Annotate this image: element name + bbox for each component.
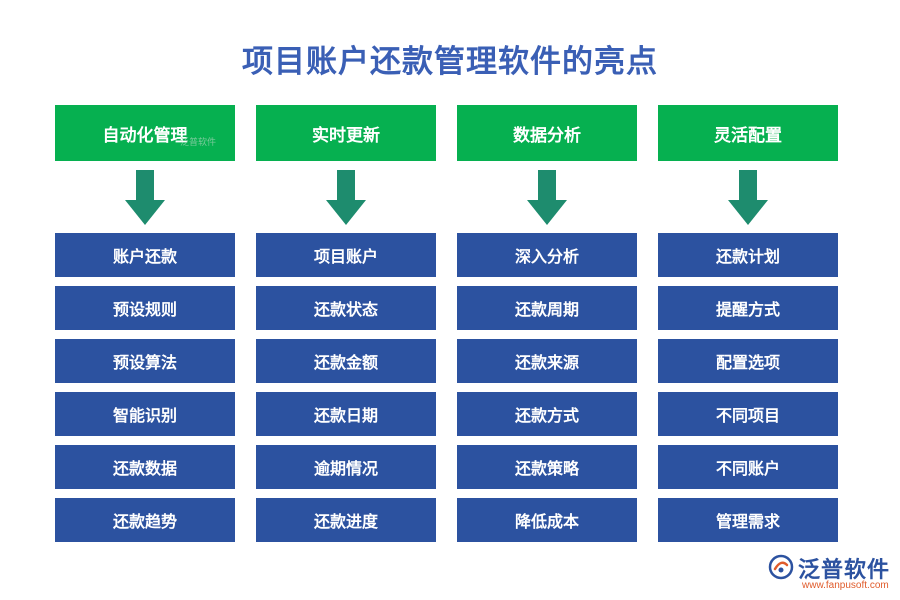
feature-item: 还款策略 xyxy=(457,445,637,489)
logo-name: 泛普软件 xyxy=(798,558,891,583)
feature-item: 预设规则 xyxy=(55,286,235,330)
column-flexible-config: 灵活配置 还款计划 提醒方式 配置选项 不同项目 不同账户 管理需求 xyxy=(658,105,838,551)
diagram-title: 项目账户还款管理软件的亮点 xyxy=(242,44,658,80)
feature-item: 降低成本 xyxy=(457,498,637,542)
feature-item: 还款日期 xyxy=(256,392,436,436)
column-header: 灵活配置 xyxy=(658,105,838,161)
feature-item: 深入分析 xyxy=(457,233,637,277)
column-header-label: 数据分析 xyxy=(513,125,581,146)
feature-list: 深入分析 还款周期 还款来源 还款方式 还款策略 降低成本 xyxy=(457,233,637,542)
down-arrow-icon xyxy=(55,161,235,233)
feature-list: 还款计划 提醒方式 配置选项 不同项目 不同账户 管理需求 xyxy=(658,233,838,542)
fanpu-logo: 泛普软件 www.fanpusoft.com xyxy=(768,552,894,596)
feature-item: 项目账户 xyxy=(256,233,436,277)
feature-item: 还款金额 xyxy=(256,339,436,383)
down-arrow-icon xyxy=(658,161,838,233)
column-data-analysis: 数据分析 深入分析 还款周期 还款来源 还款方式 还款策略 降低成本 xyxy=(457,105,637,551)
feature-item: 还款来源 xyxy=(457,339,637,383)
feature-item: 还款计划 xyxy=(658,233,838,277)
down-arrow-icon xyxy=(256,161,436,233)
column-header-label: 灵活配置 xyxy=(714,125,782,146)
feature-item: 还款方式 xyxy=(457,392,637,436)
column-header-label: 自动化管理 xyxy=(102,125,188,146)
feature-list: 账户还款 预设规则 预设算法 智能识别 还款数据 还款趋势 xyxy=(55,233,235,542)
column-header: 实时更新 xyxy=(256,105,436,161)
column-header: 自动化管理 泛普软件 xyxy=(55,105,235,161)
feature-item: 管理需求 xyxy=(658,498,838,542)
feature-item: 还款周期 xyxy=(457,286,637,330)
feature-item: 不同项目 xyxy=(658,392,838,436)
feature-item: 还款趋势 xyxy=(55,498,235,542)
column-automation: 自动化管理 泛普软件 账户还款 预设规则 预设算法 智能识别 还款数据 还款趋势 xyxy=(55,105,235,551)
feature-item: 还款进度 xyxy=(256,498,436,542)
watermark: 泛普软件 xyxy=(180,138,217,148)
feature-item: 还款状态 xyxy=(256,286,436,330)
feature-item: 智能识别 xyxy=(55,392,235,436)
feature-item: 账户还款 xyxy=(55,233,235,277)
column-header-label: 实时更新 xyxy=(312,125,380,146)
feature-item: 提醒方式 xyxy=(658,286,838,330)
logo-url: www.fanpusoft.com xyxy=(802,580,889,591)
down-arrow-icon xyxy=(457,161,637,233)
column-realtime-update: 实时更新 项目账户 还款状态 还款金额 还款日期 逾期情况 还款进度 xyxy=(256,105,436,551)
feature-item: 还款数据 xyxy=(55,445,235,489)
fanpu-logo-icon xyxy=(768,554,794,580)
feature-item: 逾期情况 xyxy=(256,445,436,489)
feature-item: 配置选项 xyxy=(658,339,838,383)
feature-list: 项目账户 还款状态 还款金额 还款日期 逾期情况 还款进度 xyxy=(256,233,436,542)
feature-item: 预设算法 xyxy=(55,339,235,383)
feature-item: 不同账户 xyxy=(658,445,838,489)
column-header: 数据分析 xyxy=(457,105,637,161)
